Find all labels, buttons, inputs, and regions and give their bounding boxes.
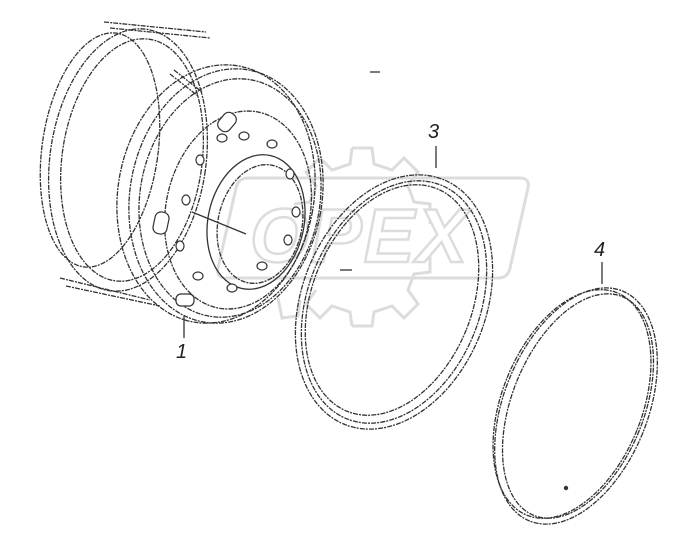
stud-holes — [175, 131, 301, 293]
callout-label-1: 1 — [176, 341, 187, 363]
watermark-frame — [216, 176, 530, 280]
side-ring-part — [294, 146, 494, 430]
callout-label-4: 4 — [594, 239, 605, 261]
wheel-rim-part — [39, 21, 324, 338]
lock-ring-part — [492, 262, 658, 525]
callout-label-3: 3 — [428, 121, 439, 143]
ring-gap-mark — [563, 485, 569, 491]
watermark-text: OPEX — [250, 194, 471, 279]
